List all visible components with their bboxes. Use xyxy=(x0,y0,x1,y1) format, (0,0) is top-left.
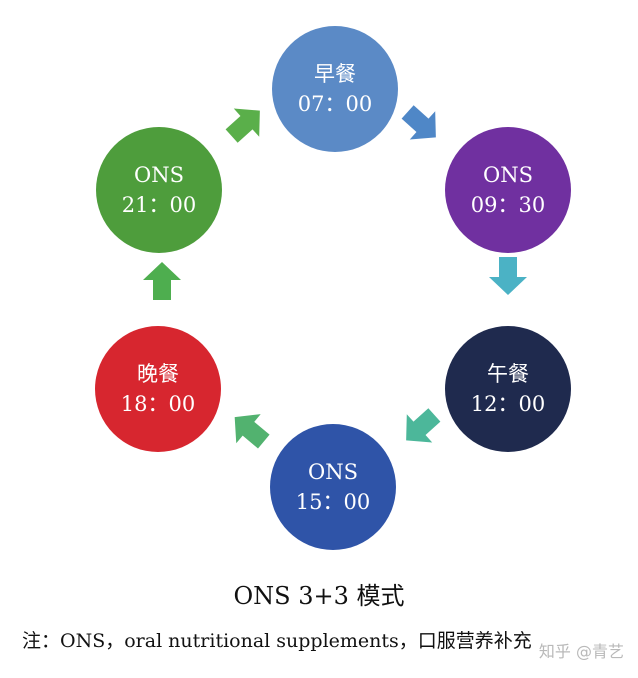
node-dinner: 晚餐 18：00 xyxy=(95,326,221,452)
node-ons-0930-label: ONS xyxy=(483,163,533,187)
node-lunch-label: 午餐 xyxy=(487,362,529,386)
watermark: 知乎 @青艺 xyxy=(538,642,624,661)
node-dinner-time: 18：00 xyxy=(120,392,196,416)
footnote: 注：ONS，oral nutritional supplements，口服营养补… xyxy=(22,630,532,652)
node-ons-1500: ONS 15：00 xyxy=(270,424,396,550)
node-breakfast: 早餐 07：00 xyxy=(272,26,398,152)
cycle-arrow-breakfast-to-ons-0930 xyxy=(401,105,436,140)
node-ons-0930: ONS 09：30 xyxy=(445,127,571,253)
node-lunch: 午餐 12：00 xyxy=(445,326,571,452)
node-ons-0930-time: 09：30 xyxy=(470,193,546,217)
node-ons-2100-label: ONS xyxy=(134,163,184,187)
cycle-arrow-dinner-to-ons-2100 xyxy=(143,262,181,300)
node-ons-2100: ONS 21：00 xyxy=(96,127,222,253)
node-breakfast-time: 07：00 xyxy=(297,92,373,116)
cycle-arrow-lunch-to-ons-1500 xyxy=(406,408,441,443)
cycle-arrow-ons-2100-to-breakfast xyxy=(225,108,260,143)
cycle-arrow-ons-1500-to-dinner xyxy=(234,414,270,449)
node-dinner-label: 晚餐 xyxy=(137,362,179,386)
node-ons-2100-time: 21：00 xyxy=(121,193,197,217)
cycle-arrow-ons-0930-to-lunch xyxy=(489,257,527,295)
node-lunch-time: 12：00 xyxy=(470,392,546,416)
diagram-caption: ONS 3+3 模式 xyxy=(233,582,405,610)
node-ons-1500-label: ONS xyxy=(308,460,358,484)
node-ons-1500-time: 15：00 xyxy=(295,490,371,514)
node-breakfast-label: 早餐 xyxy=(314,62,356,86)
